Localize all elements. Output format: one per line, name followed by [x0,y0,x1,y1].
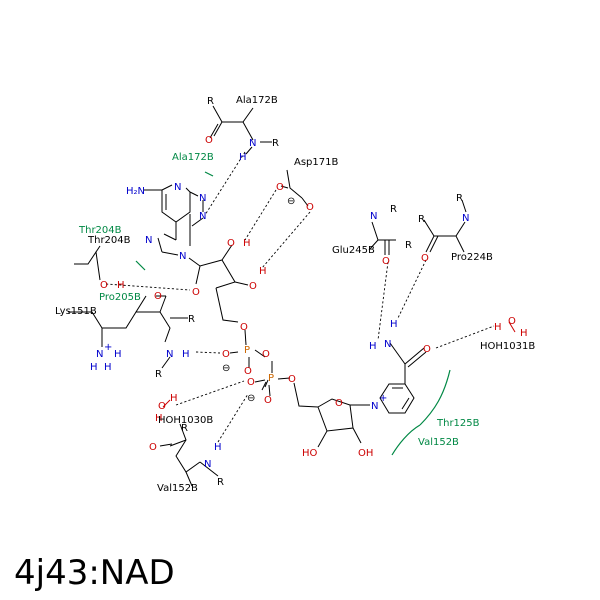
hydrogen-bonds [105,151,495,443]
atom-r: R [155,369,162,380]
residue-label-glu245: Glu245B [332,245,375,256]
atom-r: R [456,193,463,204]
atom-o: O [192,287,200,298]
atom-h: H [90,362,98,373]
atom-n: N [370,211,377,222]
atom-r: R [405,240,412,251]
atom-h: H [214,442,222,453]
atom-n: N [166,349,173,360]
atom-n: N [204,459,211,470]
atom-o: O [240,322,248,333]
residue-label-val152-hydrophobic: Val152B [418,437,459,448]
atom-o: O [222,349,230,360]
atom-h: H [104,362,112,373]
residue-label-val152: Val152B [157,483,198,494]
atom-h: H [182,349,190,360]
atom-o: O [306,202,314,213]
atom-r: R [181,423,188,434]
atom-o: O [288,374,296,385]
residue-label-ala172: Ala172B [236,95,278,106]
residue-label-hoh1030: HOH1030B [158,415,213,426]
atom-n: N [462,213,469,224]
atom-o: O [423,344,431,355]
charge-minus: ⊖ [287,196,295,207]
atom-h: H [239,152,247,163]
atom-oh: OH [358,448,373,459]
residue-label-lys151: Lys151B [55,306,97,317]
atom-nplus: N [371,401,378,412]
atom-o: O [421,253,429,264]
residue-label-thr125-hydrophobic: Thr125B [436,418,480,429]
charge-minus: ⊖ [222,363,230,374]
charge-plus: + [104,342,112,353]
atom-h: H [390,319,398,330]
residue-label-asp171: Asp171B [294,157,338,168]
atom-oh: HO [302,448,318,459]
charge-plus: + [379,393,387,404]
atom-h: H [369,341,377,352]
atom-h: H [155,413,163,424]
atom-p: P [244,345,250,356]
atom-r: R [272,138,279,149]
atom-labels: R O N R H H₂N N N N N N O O H O H O O ⊖ … [90,96,528,488]
atom-h: H [494,322,502,333]
atom-n: N [179,251,186,262]
atom-h: H [520,328,528,339]
atom-o: O [149,442,157,453]
atom-n: N [199,193,206,204]
atom-r: R [418,214,425,225]
atom-h: H [259,266,267,277]
atom-r: R [207,96,214,107]
residue-labels: Ala172B Ala172B Asp171B Thr204B Thr204B … [55,95,535,494]
atom-o: O [244,366,252,377]
atom-r: R [188,314,195,325]
atom-n: N [249,138,256,149]
atom-o: O [154,291,162,302]
atom-p: P [268,373,274,384]
atom-h: H [170,393,178,404]
residue-label-ala172-hydrophobic: Ala172B [172,152,214,163]
residue-label-hoh1031: HOH1031B [480,341,535,352]
atom-n: N [199,211,206,222]
residue-label-pro224: Pro224B [451,252,493,263]
atom-n: N [96,349,103,360]
atom-o: O [100,280,108,291]
atom-o: O [262,349,270,360]
diagram-title: 4j43:NAD [14,553,175,593]
hydrophobic-contacts [135,171,451,456]
atom-o: O [227,238,235,249]
residue-label-thr204: Thr204B [87,235,131,246]
covalent-bonds [68,105,516,487]
atom-n: N [174,182,181,193]
residue-label-thr204-hydrophobic: Thr204B [78,225,122,236]
atom-o: O [249,281,257,292]
atom-h: H [114,349,122,360]
atom-o: O [335,398,343,409]
atom-n: N [384,339,391,350]
atom-o: O [382,256,390,267]
charge-minus: ⊖ [247,393,255,404]
atom-o: O [205,135,213,146]
atom-o: O [276,182,284,193]
atom-o: O [247,377,255,388]
atom-nh2: H₂N [126,186,145,197]
atom-h: H [117,280,125,291]
atom-o: O [264,395,272,406]
residue-label-pro205-hydrophobic: Pro205B [99,292,141,303]
atom-h: H [243,238,251,249]
atom-n: N [145,235,152,246]
atom-r: R [217,477,224,488]
atom-r: R [390,204,397,215]
atom-o: O [508,316,516,327]
atom-o: O [158,401,166,412]
